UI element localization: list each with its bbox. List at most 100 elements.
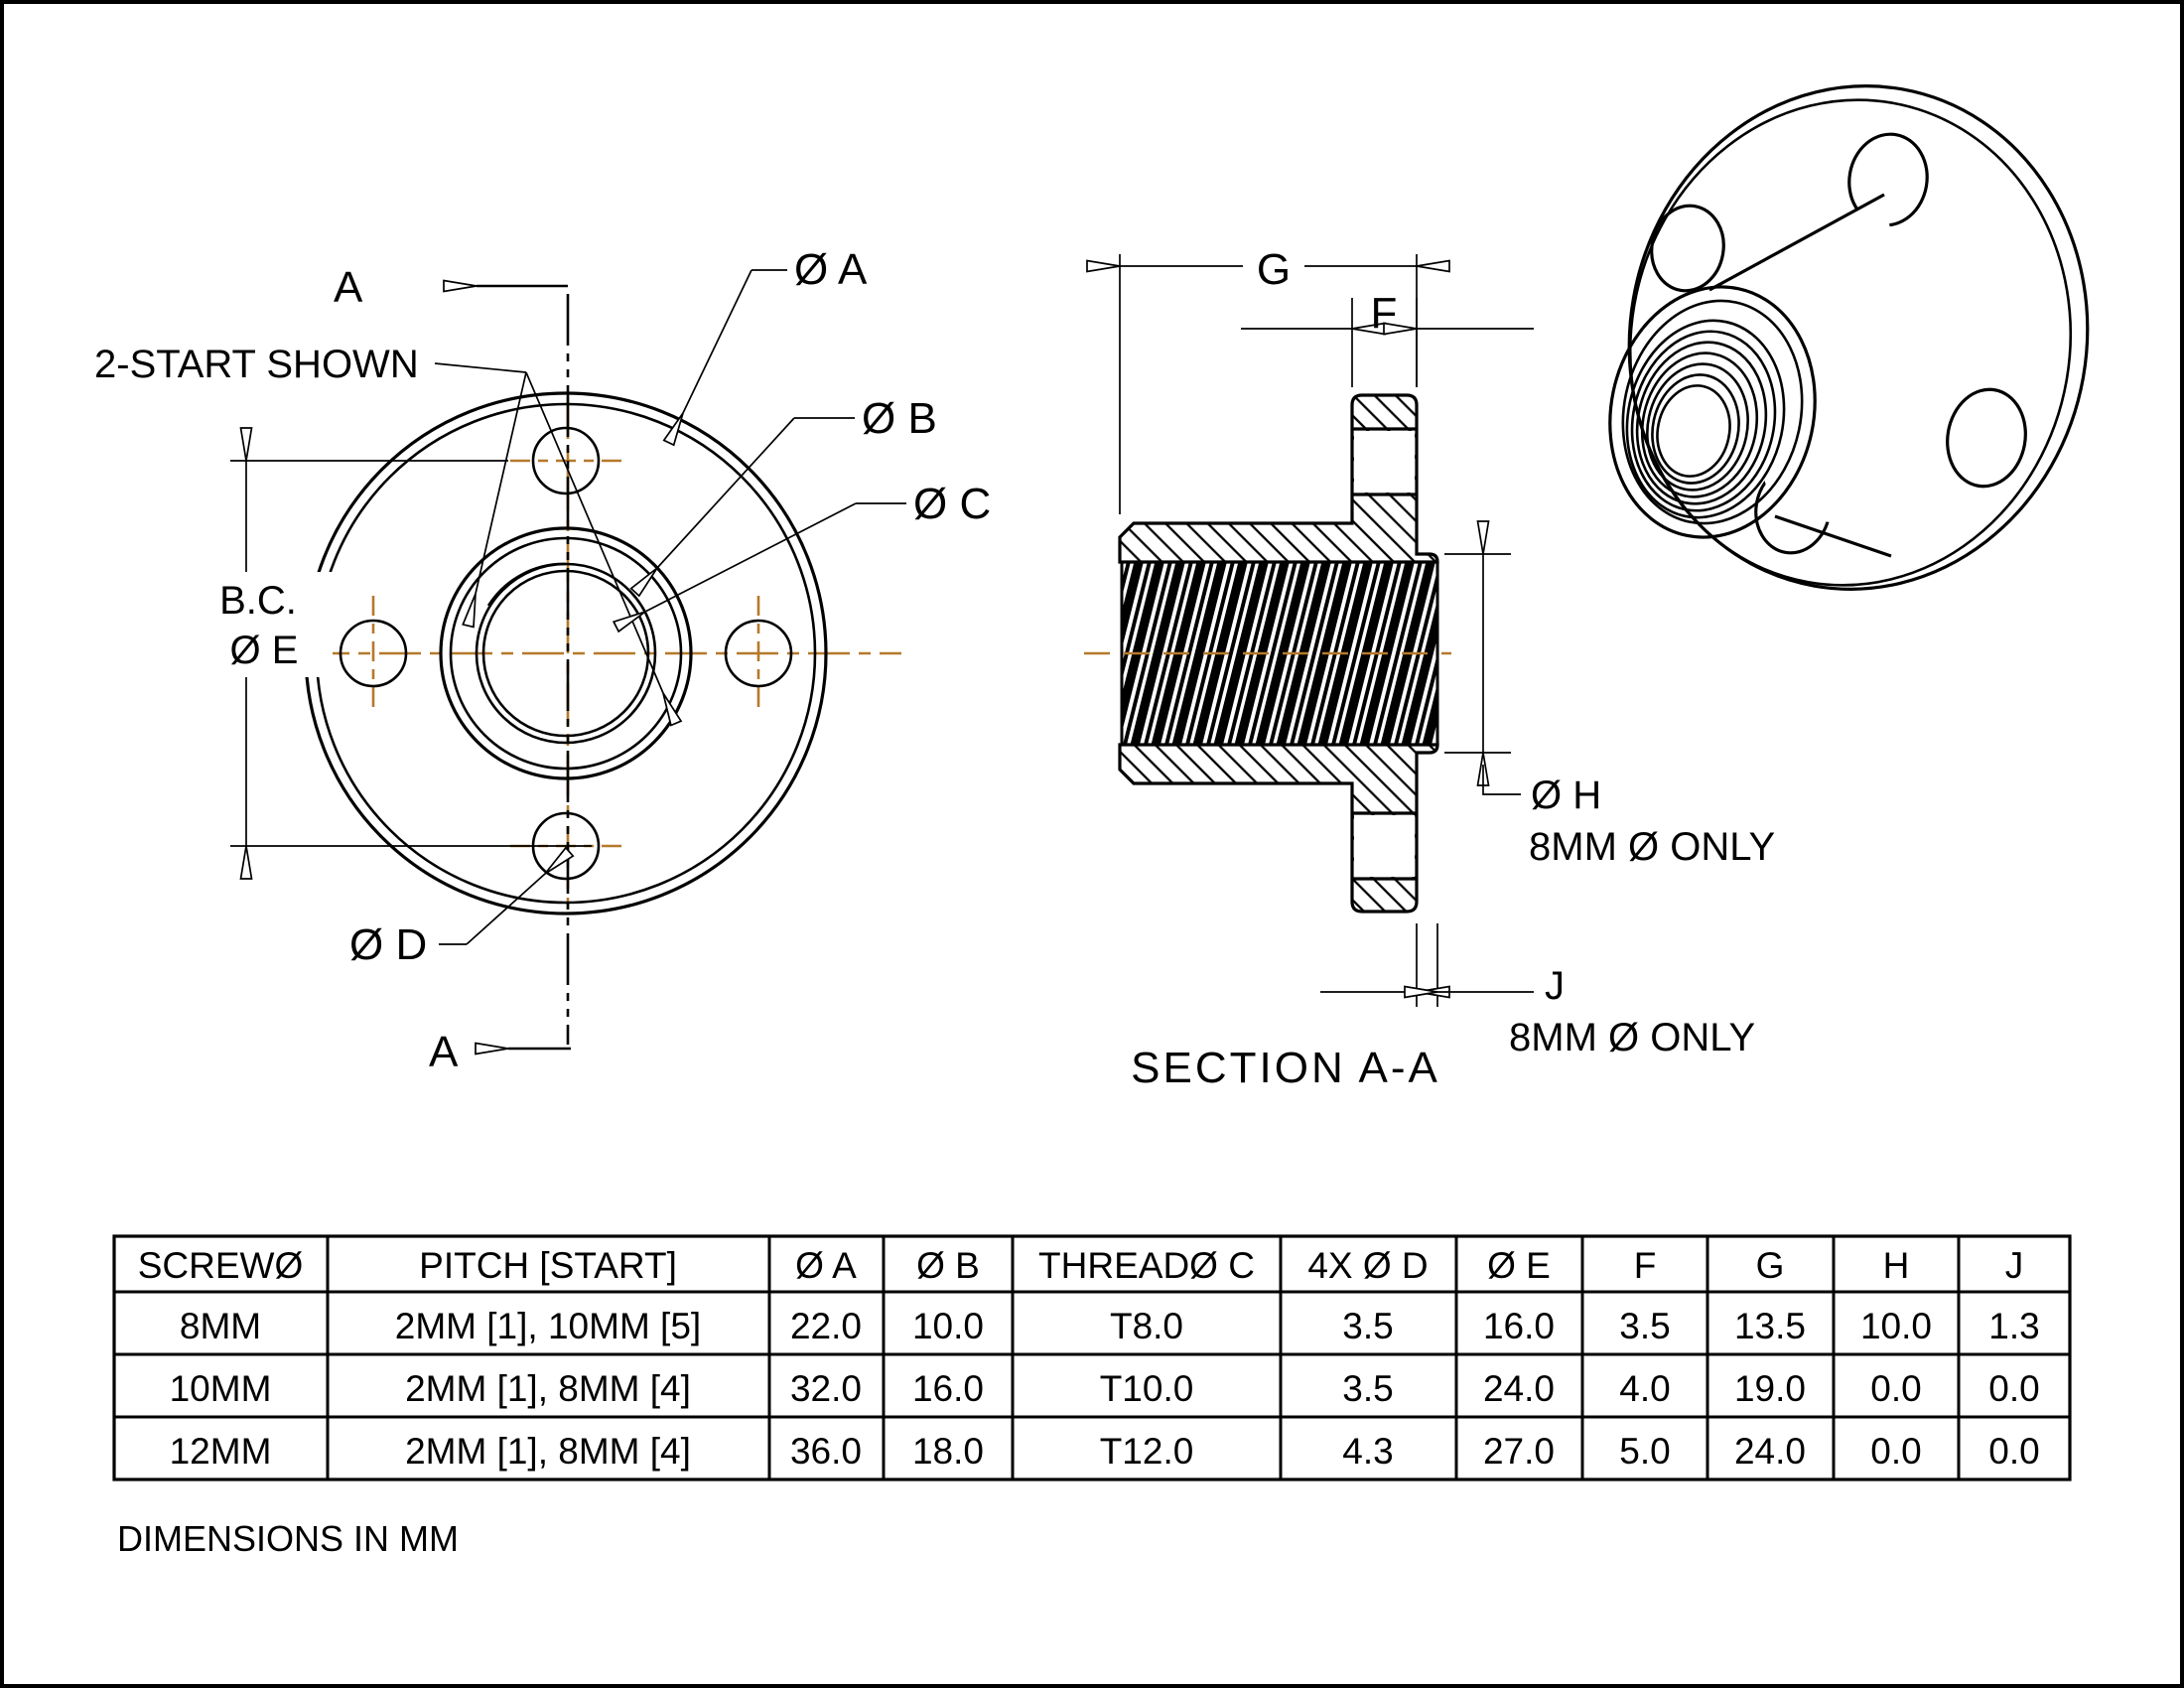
iso-boss-silhouette-bottom <box>1774 514 1892 558</box>
thread-minor-circle <box>481 569 650 738</box>
dimensions-table: SCREWØ PITCH [START] Ø A Ø B THREADØ C 4… <box>112 1234 2072 1481</box>
thread-note-leader-2 <box>525 371 683 727</box>
label-dim-h: Ø H <box>1531 774 1601 817</box>
iso-bolt-hole-3 <box>1946 387 2027 489</box>
label-dia-c: Ø C <box>913 480 991 528</box>
bolt-circle-label-1: B.C. <box>219 579 297 623</box>
iso-bolt-hole-2 <box>1650 204 1725 293</box>
label-dim-g: G <box>1257 245 1291 294</box>
table-cell: T8.0 <box>1110 1306 1183 1346</box>
dia-c-leader <box>612 502 857 633</box>
dia-a-leader <box>662 269 752 447</box>
col-header: SCREWØ <box>138 1245 304 1286</box>
col-header: Ø A <box>795 1245 857 1286</box>
table-cell: 3.5 <box>1619 1306 1670 1346</box>
table-cell: 2MM [1], 10MM [5] <box>395 1306 701 1346</box>
col-header: 4X Ø D <box>1307 1245 1428 1286</box>
col-header: J <box>2005 1245 2024 1286</box>
table-cell: 8MM <box>180 1306 261 1346</box>
flange-bolt-hole-bottom <box>1354 815 1415 877</box>
table-cell: 0.0 <box>1870 1368 1921 1409</box>
col-header: THREADØ C <box>1038 1245 1255 1286</box>
iso-flange-outer <box>1627 84 2090 591</box>
label-dia-b: Ø B <box>862 394 937 443</box>
section-view: G F Ø H 8MM Ø ONLY J 8MM Ø ONLY SECTION … <box>1084 238 1775 1092</box>
front-view: A A B.C. Ø E 2-START SHOWN Ø A Ø B Ø C Ø… <box>94 245 991 1076</box>
table-cell: 22.0 <box>790 1306 862 1346</box>
boss-inner-circle <box>449 536 683 771</box>
table-cell: 32.0 <box>790 1368 862 1409</box>
col-header: Ø B <box>916 1245 980 1286</box>
iso-flange-rim <box>1628 98 2073 587</box>
table-cell: 4.0 <box>1619 1368 1670 1409</box>
iso-thread-coil <box>1625 319 1786 519</box>
h-leader <box>1482 765 1521 795</box>
thread-note-leader-1 <box>462 371 527 629</box>
bolt-hole-n <box>531 426 601 495</box>
flange-bolt-hole-top <box>1354 431 1415 492</box>
table-cell: 2MM [1], 8MM [4] <box>405 1431 691 1472</box>
dia-b-leader <box>629 417 795 598</box>
thread-start-note: 2-START SHOWN <box>94 343 419 386</box>
table-cell: 10MM <box>170 1368 272 1409</box>
table-header-row: SCREWØ PITCH [START] Ø A Ø B THREADØ C 4… <box>138 1245 2024 1286</box>
table-cell: 3.5 <box>1342 1306 1393 1346</box>
boss-outer-circle <box>439 526 693 780</box>
iso-boss-silhouette-top <box>1708 193 1885 292</box>
table-cell: T10.0 <box>1100 1368 1194 1409</box>
table-outline <box>112 1234 2072 1481</box>
table-cell: 12MM <box>170 1431 272 1472</box>
table-cell: 5.0 <box>1619 1431 1670 1472</box>
section-label-top: A <box>334 263 363 312</box>
thread-note-leader-landing <box>434 362 527 373</box>
section-title: SECTION A-A <box>1131 1044 1440 1092</box>
iso-boss-face <box>1608 285 1817 539</box>
label-dim-j: J <box>1545 964 1565 1008</box>
table-cell: 24.0 <box>1483 1368 1555 1409</box>
table-cell: 2MM [1], 8MM [4] <box>405 1368 691 1409</box>
table-row-8mm: 8MM 2MM [1], 10MM [5] 22.0 10.0 T8.0 3.5… <box>180 1306 2040 1346</box>
label-dim-j-note: 8MM Ø ONLY <box>1509 1016 1755 1059</box>
table-row-12mm: 12MM 2MM [1], 8MM [4] 36.0 18.0 T12.0 4.… <box>170 1431 2040 1472</box>
table-cell: 27.0 <box>1483 1431 1555 1472</box>
table-cell: 16.0 <box>912 1368 984 1409</box>
table-cell: 13.5 <box>1734 1306 1806 1346</box>
table-cell: 1.3 <box>1988 1306 2039 1346</box>
table-row-10mm: 10MM 2MM [1], 8MM [4] 32.0 16.0 T10.0 3.… <box>170 1368 2040 1409</box>
table-cell: 3.5 <box>1342 1368 1393 1409</box>
bolt-hole-e <box>724 619 793 688</box>
table-cell: 0.0 <box>1988 1431 2039 1472</box>
col-header: G <box>1756 1245 1785 1286</box>
bolt-hole-w <box>339 619 408 688</box>
col-header: Ø E <box>1487 1245 1551 1286</box>
table-cell: 24.0 <box>1734 1431 1806 1472</box>
table-cell: 0.0 <box>1988 1368 2039 1409</box>
label-dia-d: Ø D <box>349 920 427 969</box>
g-text-mask <box>1243 238 1304 292</box>
table-cell: 18.0 <box>912 1431 984 1472</box>
section-label-bottom: A <box>429 1028 459 1076</box>
label-dim-h-note: 8MM Ø ONLY <box>1529 825 1775 869</box>
units-note: DIMENSIONS IN MM <box>117 1518 459 1559</box>
dim-text-mask <box>184 572 333 677</box>
iso-boss-lip <box>1621 299 1804 525</box>
table-grid <box>114 1236 2070 1479</box>
label-dia-a: Ø A <box>794 245 868 294</box>
col-header: H <box>1883 1245 1910 1286</box>
table-cell: 10.0 <box>912 1306 984 1346</box>
table-cell: 10.0 <box>1860 1306 1932 1346</box>
table-cell: T12.0 <box>1100 1431 1194 1472</box>
col-header: F <box>1634 1245 1657 1286</box>
table-cell: 4.3 <box>1342 1431 1393 1472</box>
thread-runout-arc <box>486 562 567 607</box>
table-cell: 0.0 <box>1870 1431 1921 1472</box>
label-dim-f: F <box>1371 289 1398 338</box>
dia-d-leader <box>466 846 575 945</box>
bolt-circle-label-2: Ø E <box>230 629 299 672</box>
table-cell: 16.0 <box>1483 1306 1555 1346</box>
isometric-view <box>1608 84 2090 591</box>
table-cell: 36.0 <box>790 1431 862 1472</box>
table-cell: 19.0 <box>1734 1368 1806 1409</box>
